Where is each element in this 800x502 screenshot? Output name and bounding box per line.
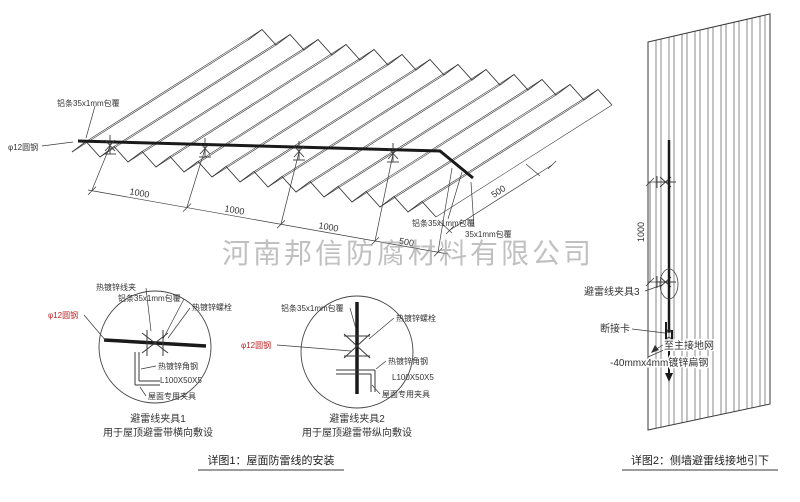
side-wall-view: 避雷线夹具3 断接卡 至主接地网 -40mmx4mm镀锌扁钢 1000 — [584, 13, 771, 431]
dimension-and-leader-lines — [41, 105, 778, 471]
detail1-circle — [98, 290, 212, 404]
detail1-label-strip: 铝条35x1mm包覆 — [118, 293, 181, 303]
detail2-clamp-parts — [276, 307, 395, 395]
clamp-callout-ellipse — [659, 268, 679, 300]
detail-view-clamp1: 热镀锌线夹 铝条35x1mm包覆 热镀锌螺栓 φ12圆钢 热镀锌角钢 L100X… — [48, 282, 232, 439]
detail2-label-angle-steel: 热镀锌角钢 — [388, 356, 428, 366]
corrugated-roof-sheet — [71, 28, 613, 218]
label-round-steel-roof: φ12圆钢 — [8, 142, 38, 152]
label-strip-right-edge: 35x1mm包覆 — [465, 229, 512, 239]
caption-figure2: 详图2：侧墙避雷线接地引下 — [631, 453, 769, 467]
detail2-label-angle-size: L100X50X5 — [392, 373, 434, 382]
detail1-subtitle: 用于屋顶避雷带横向敷设 — [103, 426, 213, 439]
disconnect-link-symbol — [665, 322, 673, 348]
wall-label-to-ground: 至主接地网 — [664, 339, 714, 352]
dim-edge-500: 500 — [489, 183, 507, 200]
lightning-wire-roof — [77, 139, 474, 180]
dim-span3: 1000 — [318, 220, 339, 233]
dim-span4: 500 — [398, 236, 415, 248]
roof-isometric-view: 铝条35x1mm包覆 φ12圆钢 铝条35x1mm包覆 35x1mm包覆 100… — [8, 28, 778, 471]
dim-span2: 1000 — [224, 203, 245, 216]
ground-leader-arrow-icon — [651, 345, 659, 353]
wall-label-disconnect: 断接卡 — [600, 322, 630, 335]
company-watermark: 河南邦信防腐材料有限公司 — [222, 238, 594, 269]
label-aluminum-strip-bottom: 铝条35x1mm包覆 — [412, 218, 475, 228]
detail1-clamp-parts — [83, 287, 191, 397]
flat-steel-downlead — [665, 348, 673, 382]
detail1-label-bolt: 热镀锌螺栓 — [192, 302, 232, 312]
label-aluminum-strip-top: 铝条35x1mm包覆 — [57, 98, 120, 108]
detail1-label-angle-steel: 热镀锌角钢 — [158, 361, 198, 371]
detail1-label-clamp: 热镀锌线夹 — [96, 282, 136, 292]
detail1-label-angle-size: L100X50X5 — [160, 376, 202, 385]
detail2-label-rod: φ12圆钢 — [241, 340, 271, 350]
detail2-label-fixture: 屋面专用夹具 — [382, 389, 430, 399]
down-arrow-icon — [665, 373, 673, 382]
wall-label-clamp3: 避雷线夹具3 — [584, 285, 640, 298]
figure-captions: 详图1：屋面防雷线的安装 详图2：侧墙避雷线接地引下 — [207, 453, 769, 467]
detail2-label-strip: 铝条35x1mm包覆 — [281, 303, 344, 313]
detail2-label-bolt: 热镀锌螺栓 — [396, 313, 436, 323]
corrugated-wall-sheet — [647, 13, 771, 431]
detail1-label-rod: φ12圆钢 — [48, 310, 78, 320]
detail2-title: 避雷线夹具2 — [329, 412, 385, 425]
caption-figure1: 详图1：屋面防雷线的安装 — [207, 453, 334, 467]
detail1-title: 避雷线夹具1 — [130, 412, 186, 425]
detail1-label-fixture: 屋面专用夹具 — [148, 391, 196, 401]
detail2-subtitle: 用于屋顶避雷带纵向敷设 — [302, 426, 412, 439]
detail-view-clamp2: 铝条35x1mm包覆 热镀锌螺栓 φ12圆钢 热镀锌角钢 L100X50X5 屋… — [241, 295, 436, 439]
dim-span1: 1000 — [129, 186, 150, 199]
detail2-circle — [300, 295, 414, 409]
wall-label-flat-steel: -40mmx4mm镀锌扁钢 — [610, 356, 708, 369]
wall-dim-1000: 1000 — [636, 222, 646, 242]
